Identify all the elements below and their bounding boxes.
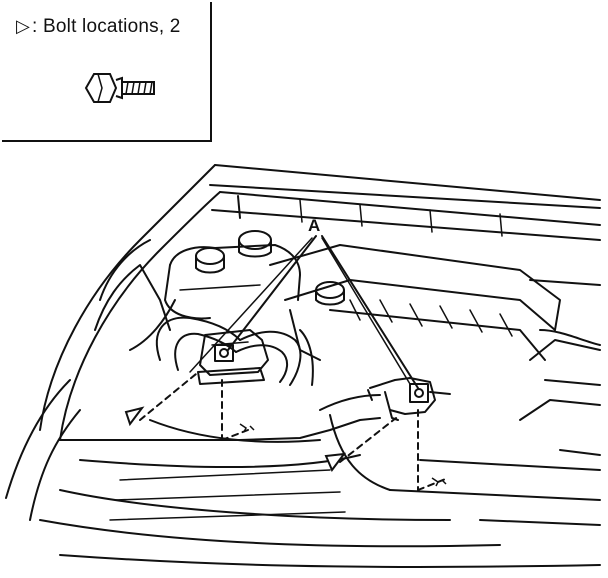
hood-opening-outline: [5, 164, 601, 521]
bolt-location-dashed: [139, 373, 449, 491]
location-marks: [239, 423, 447, 487]
legend-caption: ▷: Bolt locations, 2: [16, 16, 181, 38]
legend-triangle-symbol: ▷: [16, 16, 31, 36]
legend-box: ▷: Bolt locations, 2: [2, 2, 212, 142]
bracket-right: [367, 377, 451, 421]
legend-text: Bolt locations, 2: [43, 16, 181, 37]
legend-separator: :: [32, 16, 38, 37]
callout-leader-lines: [189, 235, 419, 389]
left-fender: [94, 239, 176, 351]
triangle-marker-icon: [124, 406, 347, 472]
right-side-components: [519, 279, 601, 456]
reservoir-caps: [195, 230, 345, 306]
engine-valve-cover: [269, 244, 561, 361]
coolant-reservoir: [164, 244, 301, 320]
bracket-left: [197, 329, 269, 385]
cowl-panel: [209, 184, 601, 241]
grille-slats: [109, 469, 346, 521]
hoses: [155, 316, 314, 386]
radiator-support: [39, 394, 601, 568]
callout-label-a: A: [308, 216, 321, 235]
bolt-icon: [84, 73, 155, 103]
